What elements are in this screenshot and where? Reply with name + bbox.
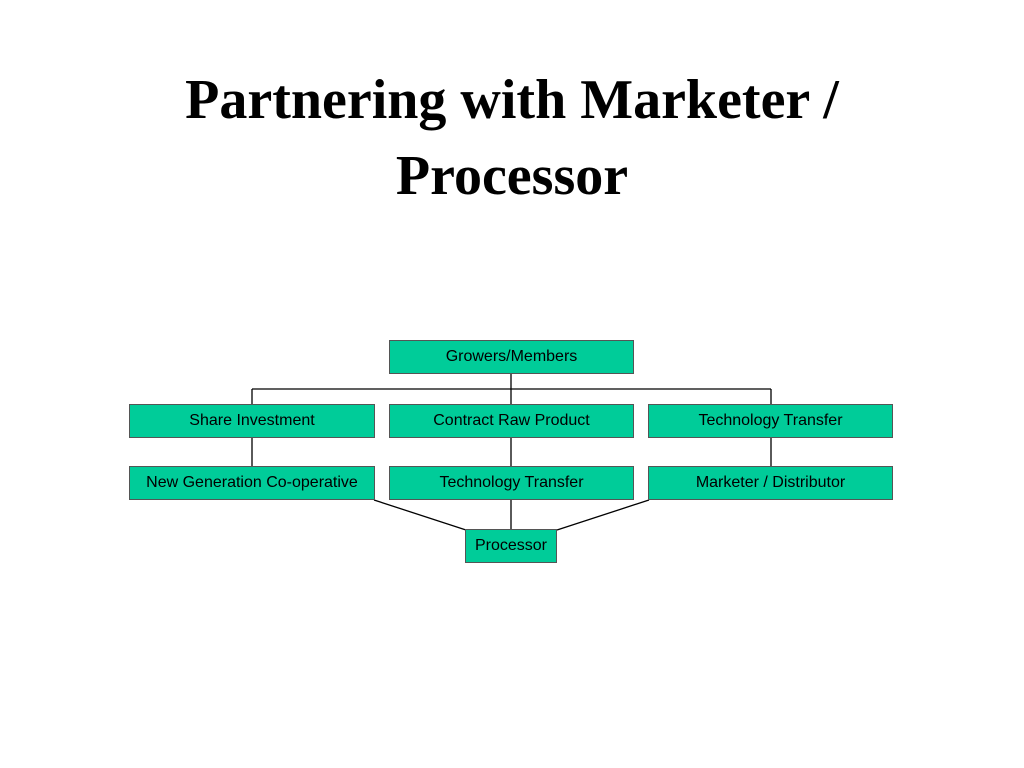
- box-technology-transfer-top-label: Technology Transfer: [698, 412, 843, 429]
- box-marketer-distributor: Marketer / Distributor: [648, 466, 893, 500]
- connector-right-to-processor: [556, 499, 650, 531]
- box-new-generation-cooperative-label: New Generation Co-operative: [146, 474, 358, 491]
- box-contract-raw-product: Contract Raw Product: [389, 404, 634, 438]
- slide-title: Partnering with Marketer / Processor: [0, 62, 1024, 214]
- connector-left-to-processor: [373, 499, 467, 531]
- box-new-generation-cooperative: New Generation Co-operative: [129, 466, 375, 500]
- slide-title-line-2: Processor: [395, 145, 629, 207]
- box-processor: Processor: [465, 529, 557, 563]
- box-technology-transfer-bottom: Technology Transfer: [389, 466, 634, 500]
- box-growers-members: Growers/Members: [389, 340, 634, 374]
- box-share-investment-label: Share Investment: [189, 412, 315, 429]
- box-share-investment: Share Investment: [129, 404, 375, 438]
- box-marketer-distributor-label: Marketer / Distributor: [695, 474, 846, 491]
- box-processor-label: Processor: [474, 537, 548, 554]
- slide-title-line-1: Partnering with Marketer /: [185, 69, 839, 131]
- box-technology-transfer-bottom-label: Technology Transfer: [439, 474, 584, 491]
- box-technology-transfer-top: Technology Transfer: [648, 404, 893, 438]
- box-growers-members-label: Growers/Members: [445, 348, 578, 365]
- box-contract-raw-product-label: Contract Raw Product: [433, 412, 590, 429]
